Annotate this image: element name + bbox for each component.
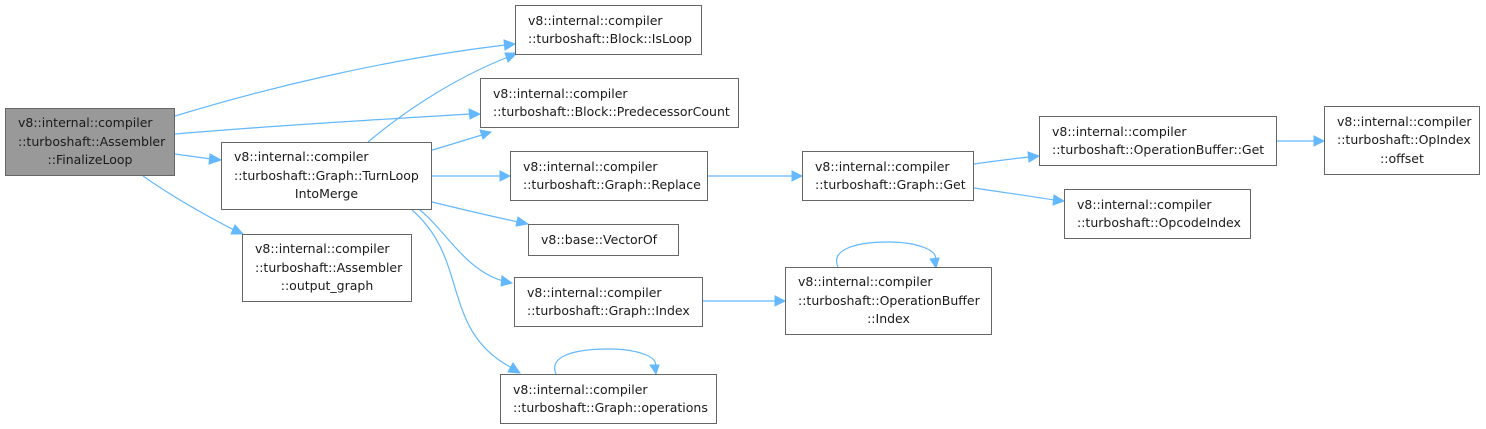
edge-opbufferget-to-offset: [1277, 135, 1326, 147]
node-line: ::turboshaft::Assembler: [18, 133, 166, 149]
node-line: v8::internal::compiler: [18, 115, 153, 131]
node-line: ::turboshaft::OperationBuffer::Get: [1052, 142, 1265, 157]
node-line: v8::internal::compiler: [234, 149, 369, 165]
node-line: ::turboshaft::Graph::Get: [815, 177, 966, 192]
node-graph-get[interactable]: v8::internal::compiler ::turboshaft::Gra…: [802, 151, 974, 201]
node-line: v8::internal::compiler: [798, 274, 933, 290]
edge-turnloop-to-isloop: [367, 52, 519, 143]
node-graph-turnloopintomerge[interactable]: v8::internal::compiler ::turboshaft::Gra…: [221, 142, 432, 210]
node-line: ::turboshaft::OperationBuffer: [798, 292, 980, 308]
node-line: v8::internal::compiler: [527, 284, 662, 300]
node-base-vectorof[interactable]: v8::base::VectorOf: [528, 224, 679, 256]
node-line: v8::internal::compiler: [513, 381, 648, 397]
node-line: v8::internal::compiler: [1337, 113, 1472, 129]
edge-opbufferindex-self-loop: [835, 241, 940, 270]
edge-get-to-opcodeindex: [973, 187, 1066, 206]
node-graph-index[interactable]: v8::internal::compiler ::turboshaft::Gra…: [514, 277, 703, 327]
node-line: ::offset: [1380, 150, 1424, 166]
edge-turnloop-to-vectorof: [431, 201, 530, 227]
node-assembler-outputgraph[interactable]: v8::internal::compiler ::turboshaft::Ass…: [242, 234, 412, 302]
node-line: v8::internal::compiler: [528, 12, 663, 28]
node-line: ::turboshaft::Graph::Replace: [523, 177, 701, 192]
node-line: ::turboshaft::OpcodeIndex: [1077, 215, 1241, 230]
edge-finalizeloop-to-turnloopintomerge: [174, 153, 223, 165]
node-line: ::turboshaft::Graph::TurnLoop: [234, 167, 419, 183]
edge-graphindex-to-opbufferindex: [703, 295, 787, 307]
node-line: ::turboshaft::Block::PredecessorCount: [493, 104, 730, 119]
edge-get-to-opbufferget: [973, 151, 1041, 165]
node-block-isloop[interactable]: v8::internal::compiler ::turboshaft::Blo…: [515, 5, 702, 55]
node-line: ::turboshaft::Block::IsLoop: [528, 31, 692, 46]
node-line: v8::internal::compiler: [523, 158, 658, 174]
edge-operations-self-loop: [554, 348, 660, 376]
node-operationbuffer-index[interactable]: v8::internal::compiler ::turboshaft::Ope…: [785, 267, 992, 335]
node-opcodeindex[interactable]: v8::internal::compiler ::turboshaft::Opc…: [1064, 189, 1251, 239]
node-block-predecessorcount[interactable]: v8::internal::compiler ::turboshaft::Blo…: [480, 78, 739, 128]
edge-turnloop-to-graphindex: [419, 209, 514, 287]
node-line: ::Index: [867, 311, 910, 327]
node-operationbuffer-get[interactable]: v8::internal::compiler ::turboshaft::Ope…: [1039, 116, 1277, 166]
node-graph-replace[interactable]: v8::internal::compiler ::turboshaft::Gra…: [510, 151, 708, 201]
edge-replace-to-get: [708, 170, 804, 182]
node-line: v8::base::VectorOf: [541, 231, 658, 247]
node-line: v8::internal::compiler: [255, 241, 390, 257]
node-line: ::turboshaft::Graph::Index: [527, 303, 690, 318]
node-line: ::turboshaft::Assembler: [255, 259, 403, 275]
node-line: IntoMerge: [294, 186, 359, 202]
edge-turnloop-to-predecessorcount: [431, 129, 493, 151]
node-line: ::output_graph: [280, 278, 374, 294]
edge-finalizeloop-to-outputgraph: [142, 175, 245, 235]
edge-finalizeloop-to-predecessorcount: [174, 108, 482, 135]
edge-turnloop-to-replace: [432, 170, 512, 182]
node-line: ::turboshaft::OpIndex: [1337, 132, 1471, 148]
node-graph-operations[interactable]: v8::internal::compiler ::turboshaft::Gra…: [500, 374, 717, 424]
node-line: v8::internal::compiler: [815, 158, 950, 174]
node-assembler-finalizeloop: v8::internal::compiler ::turboshaft::Ass…: [5, 108, 175, 176]
node-line: ::turboshaft::Graph::operations: [513, 400, 708, 415]
edge-turnloop-to-operations: [411, 209, 522, 374]
node-line: v8::internal::compiler: [1052, 123, 1187, 139]
edge-finalizeloop-to-isloop: [174, 39, 517, 117]
node-opindex-offset[interactable]: v8::internal::compiler ::turboshaft::OpI…: [1324, 106, 1480, 175]
node-line: ::FinalizeLoop: [47, 152, 133, 168]
node-line: v8::internal::compiler: [493, 85, 628, 101]
node-line: v8::internal::compiler: [1077, 196, 1212, 212]
